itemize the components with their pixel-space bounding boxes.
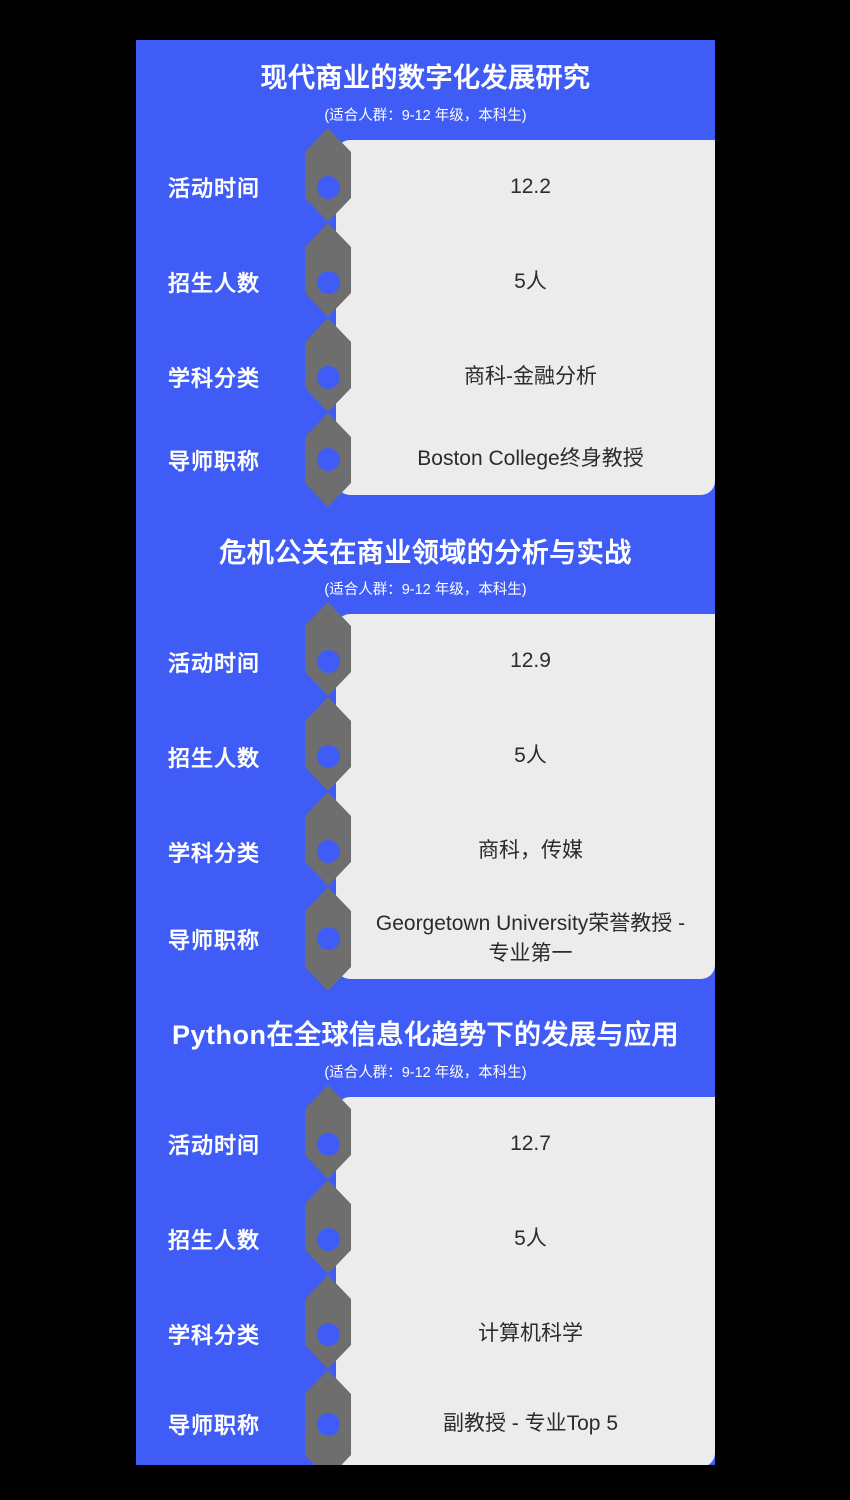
row-value: 5人 <box>514 269 547 293</box>
junction-dot <box>317 365 340 389</box>
table-row: 学科分类 商科-金融分析 <box>136 330 715 425</box>
junction-dot <box>317 175 340 199</box>
table-row: 招生人数 5人 <box>136 709 715 804</box>
table-row: 学科分类 商科，传媒 <box>136 804 715 899</box>
section-gap-2 <box>136 979 715 998</box>
row-value: 副教授 - 专业Top 5 <box>442 1412 619 1436</box>
section-subtitle-1: (适合人群：9-12 年级，本科生) <box>324 107 527 124</box>
row-label: 学科分类 <box>168 366 261 392</box>
junction-dot <box>317 1322 340 1346</box>
section-body-3: 活动时间 12.7 招生人数 5人 学科分类 计算机科学 导师职称 副教授 - … <box>136 1084 715 1465</box>
junction-dot <box>317 1412 340 1436</box>
table-row: 导师职称 Boston College终身教授 <box>136 425 715 495</box>
section-title-3: Python在全球信息化趋势下的发展与应用 <box>172 1020 679 1051</box>
row-value: 12.2 <box>510 174 551 198</box>
section-subtitle-2: (适合人群：9-12 年级，本科生) <box>324 582 527 599</box>
row-label: 学科分类 <box>168 840 261 866</box>
row-value: 5人 <box>514 744 547 768</box>
table-row: 活动时间 12.7 <box>136 1097 715 1192</box>
row-label: 导师职称 <box>168 928 261 954</box>
detail-card-1 <box>336 139 715 495</box>
row-value: 计算机科学 <box>478 1322 583 1346</box>
section-header-2: 危机公关在商业领域的分析与实战 (适合人群：9-12 年级，本科生) <box>136 514 715 615</box>
row-label: 招生人数 <box>168 745 261 771</box>
table-row: 导师职称 Georgetown University荣誉教授 - 专业第一 <box>136 899 715 979</box>
row-label: 招生人数 <box>168 1228 261 1254</box>
row-value: 12.7 <box>510 1132 551 1156</box>
junction-dot <box>317 1132 340 1156</box>
row-label: 导师职称 <box>168 448 261 474</box>
section-header-3: Python在全球信息化趋势下的发展与应用 (适合人群：9-12 年级，本科生) <box>136 997 715 1097</box>
section-body-2: 活动时间 12.9 招生人数 5人 学科分类 商科，传媒 导师职称 George… <box>136 602 715 992</box>
section-header-1: 现代商业的数字化发展研究 (适合人群：9-12 年级，本科生) <box>136 40 715 140</box>
row-label: 活动时间 <box>168 176 261 202</box>
row-value: Boston College终身教授 <box>417 447 644 471</box>
row-value: 5人 <box>514 1227 547 1251</box>
section-body-1: 活动时间 12.2 招生人数 5人 学科分类 商科-金融分析 导师职称 Bost… <box>136 127 715 507</box>
row-label: 招生人数 <box>168 271 261 297</box>
table-row: 活动时间 12.9 <box>136 614 715 709</box>
row-label: 活动时间 <box>168 1133 261 1159</box>
row-value: 商科，传媒 <box>478 839 583 863</box>
section-gap-1 <box>136 494 715 515</box>
table-row: 导师职称 副教授 - 专业Top 5 <box>136 1382 715 1465</box>
row-value: 商科-金融分析 <box>464 364 597 388</box>
row-value: 12.9 <box>510 649 551 673</box>
section-title-1: 现代商业的数字化发展研究 <box>260 63 591 93</box>
detail-rows-2: 活动时间 12.9 招生人数 5人 学科分类 商科，传媒 导师职称 George… <box>136 614 715 979</box>
row-label: 导师职称 <box>168 1413 261 1439</box>
detail-rows-1: 活动时间 12.2 招生人数 5人 学科分类 商科-金融分析 导师职称 Bost… <box>136 140 715 495</box>
section-title-2: 危机公关在商业领域的分析与实战 <box>219 537 632 568</box>
row-label: 活动时间 <box>168 650 261 676</box>
section-subtitle-3: (适合人群：9-12 年级，本科生) <box>324 1064 527 1081</box>
row-label: 学科分类 <box>168 1323 261 1349</box>
table-row: 学科分类 计算机科学 <box>136 1287 715 1382</box>
junction-dot <box>317 447 340 471</box>
junction-dot <box>317 1227 340 1251</box>
program-poster: 现代商业的数字化发展研究 (适合人群：9-12 年级，本科生) 活动时间 <box>136 40 715 1465</box>
table-row: 招生人数 5人 <box>136 1192 715 1287</box>
table-row: 招生人数 5人 <box>136 235 715 330</box>
detail-card-2 <box>336 614 715 980</box>
detail-card-3 <box>336 1096 715 1465</box>
table-row: 活动时间 12.2 <box>136 140 715 235</box>
junction-dot <box>317 270 340 294</box>
row-value: Georgetown University荣誉教授 - 专业第一 <box>375 911 686 966</box>
detail-rows-3: 活动时间 12.7 招生人数 5人 学科分类 计算机科学 导师职称 副教授 - … <box>136 1097 715 1465</box>
